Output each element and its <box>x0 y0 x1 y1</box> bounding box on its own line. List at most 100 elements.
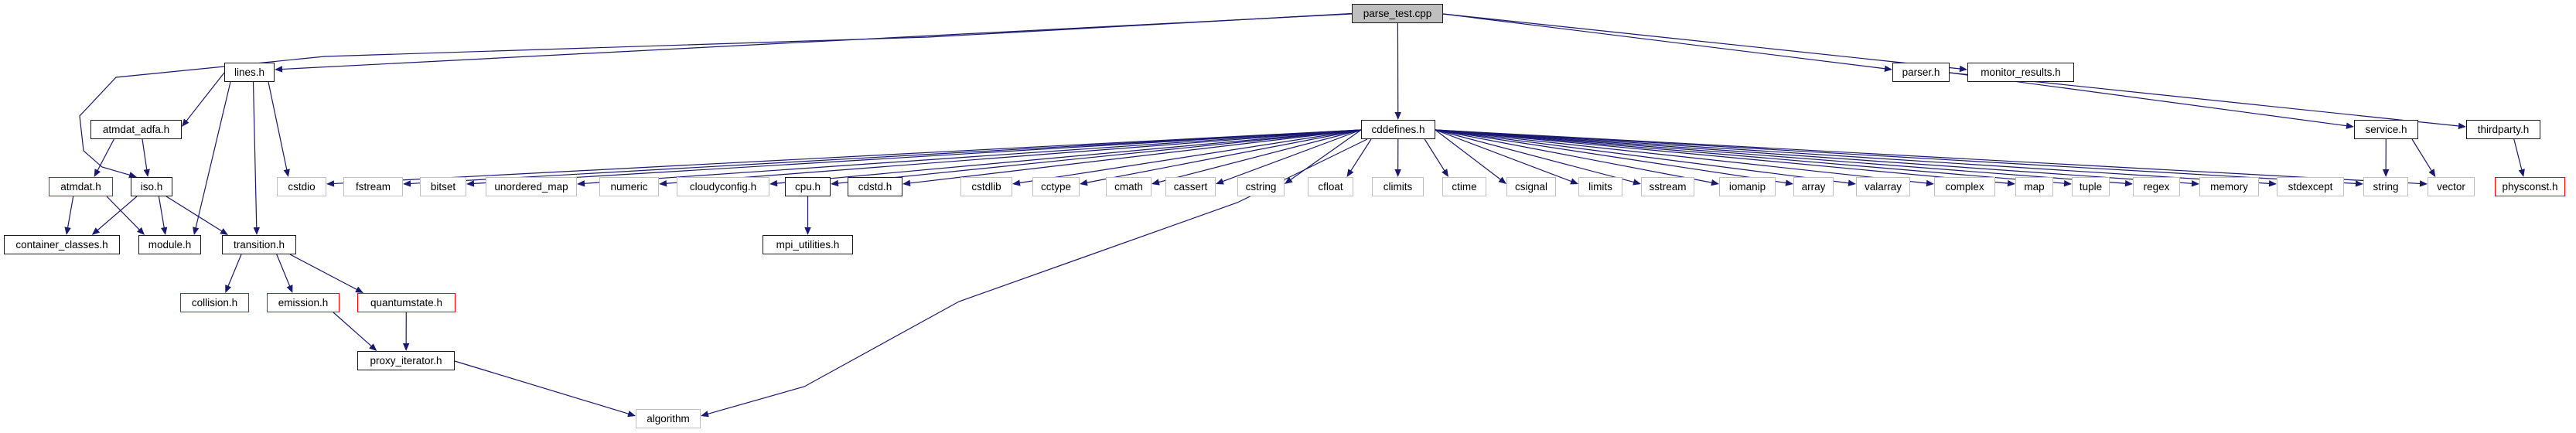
graph-node-collision.h[interactable]: collision.h <box>180 293 249 312</box>
graph-node-label: csignal <box>1514 180 1548 193</box>
graph-node-label: mpi_utilities.h <box>776 238 840 251</box>
graph-node-label: lines.h <box>234 66 265 78</box>
graph-node-label: atmdat_adfa.h <box>102 123 170 135</box>
graph-node-label: iomanip <box>1728 180 1766 193</box>
graph-node-label: cloudyconfig.h <box>689 180 757 193</box>
graph-node-label: algorithm <box>647 412 690 424</box>
graph-node-cdstd.h[interactable]: cdstd.h <box>848 177 902 196</box>
graph-node-label: atmdat.h <box>60 180 101 193</box>
graph-node-container_classes.h[interactable]: container_classes.h <box>4 235 120 254</box>
graph-node-complex: complex <box>1934 177 1995 196</box>
graph-node-limits: limits <box>1578 177 1622 196</box>
graph-node-label: fstream <box>355 180 391 193</box>
graph-node-label: module.h <box>148 238 192 251</box>
graph-node-cctype: cctype <box>1032 177 1080 196</box>
graph-node-label: parse_test.cpp <box>1363 7 1432 19</box>
graph-node-atmdat.h[interactable]: atmdat.h <box>49 177 113 196</box>
graph-node-label: cdstd.h <box>858 180 892 193</box>
graph-node-label: unordered_map <box>494 180 568 193</box>
graph-node-label: collision.h <box>191 296 238 309</box>
graph-node-numeric: numeric <box>599 177 659 196</box>
graph-node-valarray: valarray <box>1856 177 1910 196</box>
graph-node-label: cstdlib <box>971 180 1001 193</box>
graph-node-label: monitor_results.h <box>1981 66 2061 78</box>
graph-node-bitset: bitset <box>420 177 466 196</box>
graph-node-cstdio: cstdio <box>277 177 326 196</box>
graph-node-mpi_utilities.h[interactable]: mpi_utilities.h <box>763 235 853 254</box>
graph-node-label: cddefines.h <box>1371 123 1425 135</box>
graph-node-lines.h[interactable]: lines.h <box>224 63 275 82</box>
graph-node-label: cstring <box>1245 180 1277 193</box>
graph-node-proxy_iterator.h[interactable]: proxy_iterator.h <box>357 351 455 370</box>
graph-node-cmath: cmath <box>1106 177 1152 196</box>
graph-node-label: container_classes.h <box>15 238 108 251</box>
graph-node-label: service.h <box>2365 123 2407 135</box>
graph-node-label: iso.h <box>140 180 163 193</box>
graph-node-label: tuple <box>2079 180 2103 193</box>
graph-node-label: bitset <box>430 180 456 193</box>
graph-node-label: vector <box>2437 180 2465 193</box>
graph-node-cloudyconfig.h: cloudyconfig.h <box>677 177 769 196</box>
graph-node-ctime: ctime <box>1442 177 1486 196</box>
graph-node-atmdat_adfa.h[interactable]: atmdat_adfa.h <box>90 120 182 139</box>
graph-node-sstream: sstream <box>1641 177 1694 196</box>
graph-node-vector: vector <box>2428 177 2475 196</box>
graph-node-cassert: cassert <box>1165 177 1216 196</box>
graph-node-parser.h[interactable]: parser.h <box>1892 63 1950 82</box>
graph-node-label: valarray <box>1864 180 1902 193</box>
graph-node-monitor_results.h[interactable]: monitor_results.h <box>1967 63 2074 82</box>
graph-node-label: emission.h <box>278 296 329 309</box>
graph-node-cstdlib: cstdlib <box>960 177 1012 196</box>
graph-node-cpu.h[interactable]: cpu.h <box>785 177 831 196</box>
graph-node-label: transition.h <box>233 238 285 251</box>
graph-node-label: physconst.h <box>2502 180 2558 193</box>
graph-node-label: climits <box>1383 180 1413 193</box>
graph-node-label: quantumstate.h <box>370 296 443 309</box>
graph-node-array: array <box>1793 177 1834 196</box>
graph-node-iomanip: iomanip <box>1719 177 1776 196</box>
graph-node-label: regex <box>2143 180 2170 193</box>
graph-node-thirdparty.h[interactable]: thirdparty.h <box>2466 120 2540 139</box>
graph-node-algorithm: algorithm <box>636 409 701 428</box>
graph-node-label: cpu.h <box>794 180 821 193</box>
graph-node-label: sstream <box>1649 180 1687 193</box>
graph-node-emission.h[interactable]: emission.h <box>267 293 339 312</box>
graph-node-quantumstate.h[interactable]: quantumstate.h <box>357 293 455 312</box>
graph-node-csignal: csignal <box>1506 177 1556 196</box>
graph-node-memory: memory <box>2199 177 2259 196</box>
graph-node-transition.h[interactable]: transition.h <box>222 235 296 254</box>
graph-node-tuple: tuple <box>2072 177 2110 196</box>
graph-node-label: memory <box>2210 180 2248 193</box>
graph-node-label: cassert <box>1173 180 1208 193</box>
graph-node-climits: climits <box>1372 177 1424 196</box>
graph-node-label: thirdparty.h <box>2477 123 2530 135</box>
graph-node-parse_test.cpp: parse_test.cpp <box>1352 4 1443 23</box>
graph-node-cfloat: cfloat <box>1308 177 1353 196</box>
graph-node-map: map <box>2015 177 2053 196</box>
graph-node-label: string <box>2373 180 2399 193</box>
graph-node-iso.h[interactable]: iso.h <box>131 177 172 196</box>
graph-node-unordered_map: unordered_map <box>486 177 577 196</box>
graph-node-service.h[interactable]: service.h <box>2354 120 2418 139</box>
graph-node-label: proxy_iterator.h <box>370 354 442 367</box>
graph-node-module.h[interactable]: module.h <box>138 235 201 254</box>
graph-node-stdexcept: stdexcept <box>2277 177 2344 196</box>
graph-node-cddefines.h[interactable]: cddefines.h <box>1361 120 1435 139</box>
graph-node-label: cstdio <box>288 180 316 193</box>
graph-node-cstring: cstring <box>1237 177 1285 196</box>
graph-node-physconst.h[interactable]: physconst.h <box>2495 177 2565 196</box>
graph-node-label: complex <box>1945 180 1984 193</box>
graph-node-fstream: fstream <box>343 177 403 196</box>
graph-node-regex: regex <box>2133 177 2180 196</box>
graph-node-label: numeric <box>610 180 648 193</box>
graph-node-label: ctime <box>1452 180 1477 193</box>
graph-node-label: stdexcept <box>2288 180 2333 193</box>
graph-node-string: string <box>2363 177 2408 196</box>
graph-node-label: cmath <box>1114 180 1143 193</box>
graph-node-label: limits <box>1588 180 1612 193</box>
graph-node-label: parser.h <box>1902 66 1940 78</box>
graph-node-label: cctype <box>1040 180 1072 193</box>
graph-node-label: cfloat <box>1318 180 1343 193</box>
